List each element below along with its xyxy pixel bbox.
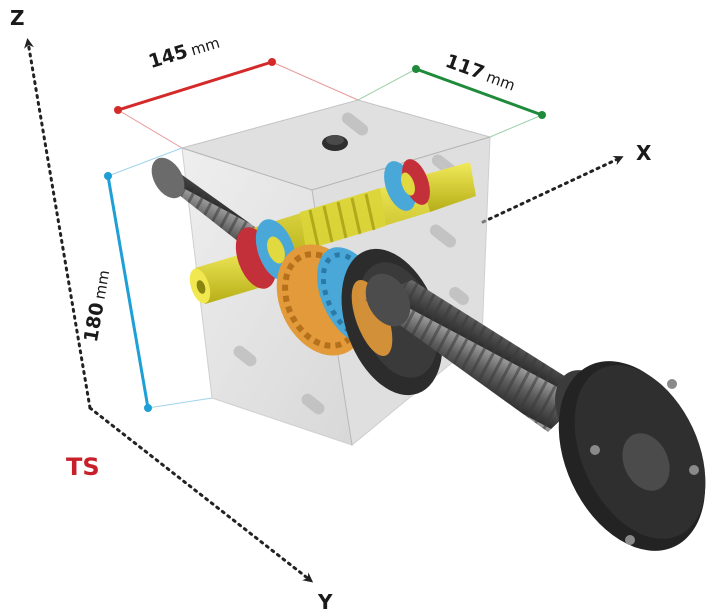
y-axis [88,406,314,583]
lifting-screw [365,273,590,432]
z-axis-label: Z [10,6,25,30]
x-axis-label: X [636,141,652,165]
end-flange [555,361,706,551]
dimension-length [114,58,359,149]
coordinate-axes [24,38,624,583]
dimension-height [104,147,213,412]
dimension-width [357,65,546,138]
x-axis [481,156,624,224]
z-axis [24,38,92,410]
model-code-label: TS [66,453,100,481]
y-axis-label: Y [318,590,333,614]
height-unit: mm [90,268,114,301]
